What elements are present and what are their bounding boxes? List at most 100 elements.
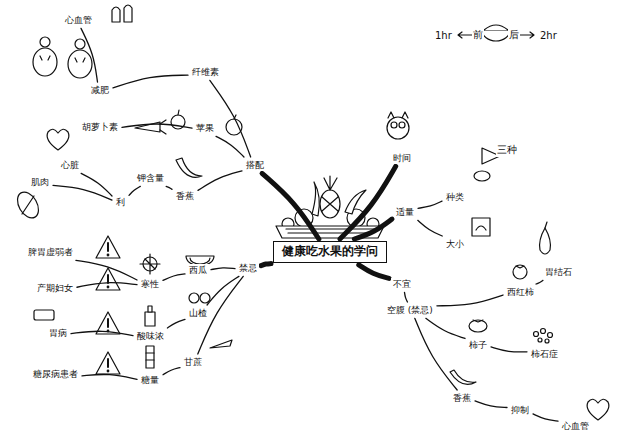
drawing-stroke [226,119,242,135]
branch-label: 胃病 [47,327,69,339]
node-text: 糖尿病患者 [33,369,78,379]
heart [47,129,69,150]
branch-label: 甘蔗 [182,356,204,368]
node-text: 心脏 [61,160,79,170]
drawing-stroke [545,339,549,343]
drawing-stroke [178,110,179,115]
annotation: 后 [508,28,520,42]
branch-label: 减肥 [89,84,111,96]
drawing-stroke [40,56,85,62]
drawing-stroke [387,117,409,139]
branch-label: 禁忌 [237,262,259,274]
drawing-stroke [140,254,160,274]
branch-label: 胃结石 [543,266,574,278]
carrot [135,120,166,134]
drawing-stroke [40,37,50,47]
node-text: 纤维素 [192,67,219,77]
drawing-stroke [516,266,524,268]
branch-label: 搭配 [244,159,266,171]
node-text: 糖量 [141,375,159,385]
sub-branch [491,347,527,352]
sub-branch [415,318,457,390]
rice-bowl [482,25,510,41]
branch-label: 寒性 [139,278,161,290]
drawing-stroke [96,352,120,374]
drawing-stroke [345,190,366,214]
sub-branch [122,124,192,128]
sub-branch [129,186,140,195]
drawing-stroke [513,265,527,279]
branch-label: 钾含量 [135,172,166,184]
hawthorn [189,293,210,303]
drawing-stroke [47,129,69,150]
branch-label: 利 [114,196,127,208]
drawing-stroke [587,399,609,420]
branch-label: 柿子 [467,339,489,351]
branch-label: 山楂 [187,307,209,319]
drawing-stroke [548,333,553,338]
drawing-stroke [469,320,487,332]
sub-branch [418,220,442,236]
sub-branch [163,368,180,375]
sub-branch [404,292,407,302]
node-text: 寒性 [141,279,159,289]
node-text: 种类 [446,192,464,202]
drawing-stroke [112,7,120,22]
sub-branch [475,401,507,408]
annotation-text: 前 [473,28,483,42]
pear [540,222,551,254]
branch-label: 抑制 [509,404,531,416]
muscle [13,188,43,221]
central-topic: 健康吃水果的学问 [273,241,387,263]
drawing-stroke [286,229,374,233]
drawing-stroke [541,329,546,334]
annotation: 1hr [434,30,453,41]
knife [210,340,232,348]
thumb-hand [112,5,132,22]
drawing-stroke [33,48,57,76]
sub-branch [216,136,244,157]
node-text: 甘蔗 [184,357,202,367]
vinegar-bottle [145,306,155,326]
branch-label: 不宜 [391,278,413,290]
annotation: 2hr [539,30,558,41]
drawing-stroke [520,32,534,38]
drawing-stroke [34,310,54,320]
drawing-stroke [160,120,166,134]
sub-branch [207,276,239,305]
sub-branch [426,318,465,338]
drawing-stroke [75,39,85,49]
drawing-stroke [484,25,508,30]
node-text: 减肥 [91,85,109,95]
drawing-stroke [107,319,109,327]
main-branch [262,173,319,239]
node-text: 西红柿 [507,287,534,297]
drawing-stroke [210,340,232,348]
drawing-stroke [68,50,92,78]
node-text: 苹果 [196,123,214,133]
drawing-stroke [200,293,210,303]
branch-label: 时间 [391,152,413,164]
drawing-stroke [148,306,152,312]
node-text: 不宜 [393,279,411,289]
sub-branch [418,201,442,208]
branch-label: 肌肉 [29,176,51,188]
overweight-figures [33,37,92,78]
branch-label: 糖量 [139,374,161,386]
sub-branch [113,75,188,88]
branch-label: 适量 [394,206,416,218]
branch-label: 西瓜 [187,264,209,276]
node-text: 香蕉 [453,393,471,403]
time-arrows [458,32,534,38]
drawing-stroke [312,182,319,216]
drawing-stroke [545,222,547,228]
drawing-stroke [320,190,340,218]
drawing-stroke [476,226,486,230]
node-text: 抑制 [511,405,529,415]
sub-branch [211,268,235,270]
warning-signs [96,236,120,374]
node-text: 香蕉 [176,191,194,201]
node-text: 山楂 [189,308,207,318]
tomato [513,265,527,279]
